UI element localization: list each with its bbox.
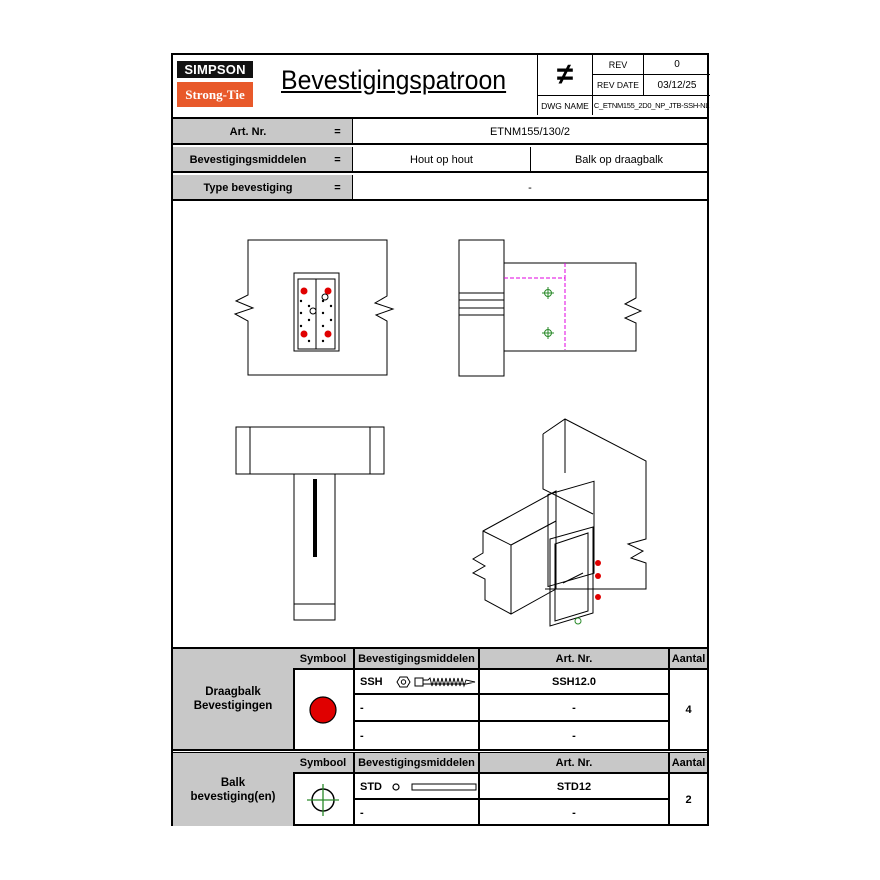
bevestigingsmiddelen-label: Bevestigingsmiddelen <box>173 147 323 173</box>
type-bevestiging-value: - <box>528 182 532 194</box>
balk-section-label: Balk bevestiging(en) <box>173 753 295 826</box>
balk-header-bevestigingsmiddelen: Bevestigingsmiddelen <box>353 753 478 773</box>
balk-row-1: STD STD12 <box>353 773 668 800</box>
balk-table: Balk bevestiging(en) Symbool Bevestiging… <box>173 753 707 826</box>
type-bevestiging-label: Type bevestiging <box>173 175 323 201</box>
front-view-drawing <box>233 239 395 376</box>
draagbalk-table: Draagbalk Bevestigingen Symbool Bevestig… <box>173 647 707 749</box>
draagbalk-header-aantal: Aantal <box>668 649 707 669</box>
info-separator-2 <box>173 171 707 173</box>
draagbalk-aantal: 4 <box>668 669 707 749</box>
draagbalk-label-line2: Bevestigingen <box>193 700 273 712</box>
bevestigingsmiddelen-value-1: Hout op hout <box>353 147 531 173</box>
side-view-drawing <box>458 239 643 377</box>
draagbalk-header-symbool: Symbool <box>293 649 353 669</box>
rev-date-label: REV DATE <box>593 75 644 95</box>
balk-row-2: - - <box>353 800 668 826</box>
balk-row-1-art-nr: STD12 <box>478 774 668 799</box>
isometric-fasteners <box>562 560 601 625</box>
screw-icon <box>396 676 475 688</box>
rev-value: 0 <box>644 55 710 75</box>
draagbalk-header-art-nr: Art. Nr. <box>478 649 668 669</box>
draagbalk-row-2-art-nr: - <box>478 695 668 720</box>
draagbalk-section-label: Draagbalk Bevestigingen <box>173 649 295 749</box>
bevestigingsmiddelen-equals: = <box>323 147 353 173</box>
art-nr-value: ETNM155/130/2 <box>353 119 707 145</box>
logo: SIMPSON Strong-Tie <box>173 55 257 117</box>
info-separator-3 <box>173 199 707 201</box>
info-separator-1 <box>173 143 707 145</box>
bevestigingsmiddelen-value-2: Balk op draagbalk <box>531 147 707 173</box>
rev-label: REV <box>593 55 644 75</box>
draagbalk-row-1-art-nr: SSH12.0 <box>478 670 668 694</box>
balk-label-line1: Balk <box>220 776 246 789</box>
dowel-icon <box>392 782 477 791</box>
draagbalk-symbol-cell <box>293 669 353 749</box>
front-view-holes <box>299 299 333 343</box>
type-bevestiging-equals: = <box>323 175 353 201</box>
logo-simpson: SIMPSON <box>177 61 253 78</box>
draagbalk-row-1-fastener-label: SSH <box>360 676 383 688</box>
front-view-red-fasteners <box>300 287 332 338</box>
balk-row-2-art-nr: - <box>478 800 668 826</box>
balk-label-line2: bevestiging(en) <box>190 790 276 803</box>
top-view-drawing <box>235 426 385 621</box>
draagbalk-row-1-fastener: SSH <box>353 670 478 694</box>
art-nr-label: Art. Nr. <box>173 119 323 145</box>
side-view-green-fasteners <box>542 287 554 339</box>
draagbalk-header-bevestigingsmiddelen: Bevestigingsmiddelen <box>353 649 478 669</box>
balk-row-1-fastener-label: STD <box>360 780 382 793</box>
balk-aantal: 2 <box>668 773 707 826</box>
side-view-bracket-outline <box>504 263 566 350</box>
table-separator <box>173 749 707 753</box>
balk-row-2-fastener: - <box>353 800 478 826</box>
dwg-name-value: C_ETNM155_2D0_NP_JTB-SSH-NL <box>593 95 710 115</box>
not-equal-icon: ≠ <box>538 55 593 95</box>
balk-row-1-fastener: STD <box>353 774 478 799</box>
logo-strong-tie: Strong-Tie <box>177 82 253 107</box>
draagbalk-row-3-fastener: - <box>353 722 478 749</box>
draagbalk-row-1: SSH SSH12.0 <box>353 669 668 695</box>
page-title: Bevestigingspatroon <box>281 65 507 95</box>
balk-header-symbool: Symbool <box>293 753 353 773</box>
red-circle-icon <box>309 695 337 724</box>
draagbalk-row-3-art-nr: - <box>478 722 668 749</box>
dwg-name-label: DWG NAME <box>538 95 593 115</box>
top-view-dowel <box>313 479 317 557</box>
art-nr-equals: = <box>323 119 353 145</box>
draagbalk-row-3: - - <box>353 722 668 749</box>
balk-header-art-nr: Art. Nr. <box>478 753 668 773</box>
rev-date-value: 03/12/25 <box>657 79 697 91</box>
draagbalk-label-line1: Draagbalk <box>205 686 261 698</box>
balk-header-aantal: Aantal <box>668 753 707 773</box>
balk-symbol-cell <box>293 773 353 826</box>
drawing-sheet: SIMPSON Strong-Tie Bevestigingspatroon ≠… <box>171 53 710 826</box>
technical-drawings <box>233 239 647 627</box>
green-crosshair-icon <box>307 784 339 816</box>
draagbalk-row-2: - - <box>353 695 668 722</box>
revision-block: ≠ DWG NAME REV 0 REV DATE 03/12/25 C_ETN… <box>537 55 710 115</box>
isometric-view-drawing <box>471 418 647 627</box>
info-table: Art. Nr. = ETNM155/130/2 Bevestigingsmid… <box>173 117 707 201</box>
draagbalk-row-2-fastener: - <box>353 695 478 720</box>
